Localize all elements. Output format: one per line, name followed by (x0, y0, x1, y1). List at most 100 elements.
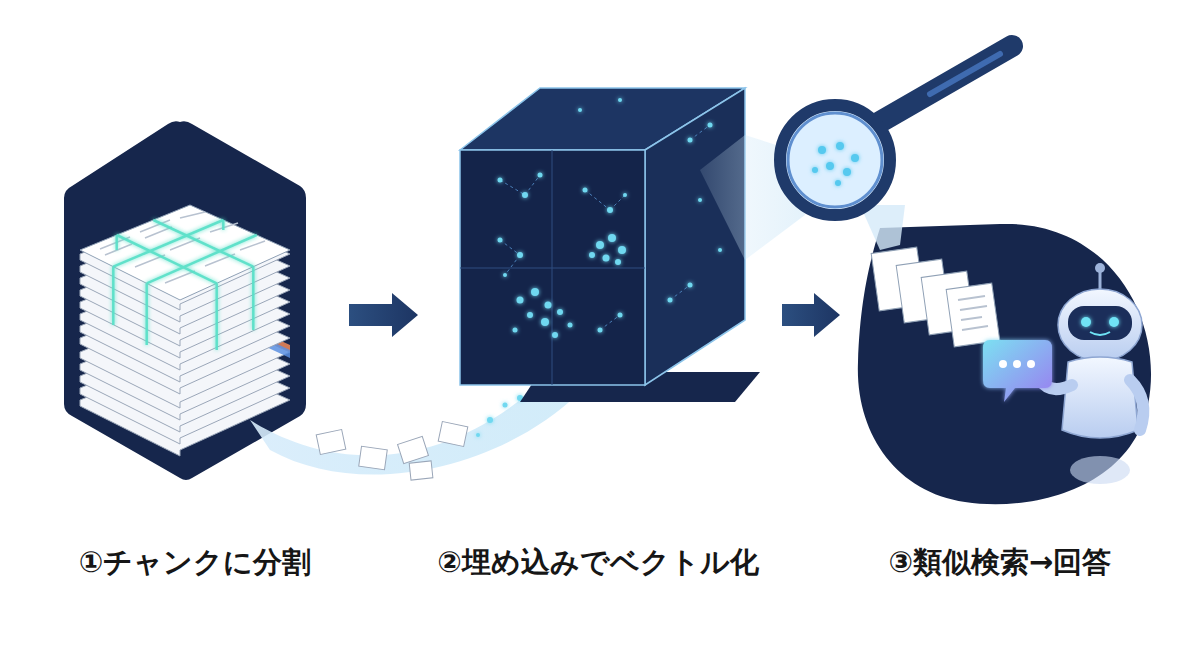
robot-part (1099, 272, 1102, 290)
answer-scene-part-part (961, 317, 982, 320)
vector-cube-part-part (600, 315, 620, 330)
answer-scene-part-part (958, 296, 985, 300)
step-panel: ②埋め込みでベクトル化 (428, 80, 768, 580)
vector-cube-part-part (610, 195, 625, 210)
vector-cube-part-part (718, 248, 722, 252)
vector-cube-part-part (603, 255, 610, 262)
document-stack-part-part (222, 220, 225, 230)
answer-scene-part-part (960, 306, 987, 310)
vector-cube-part-part (698, 198, 702, 202)
step-panel: ③類似検索→回答 (850, 30, 1150, 580)
robot-part (1095, 263, 1105, 273)
robot-part (1013, 360, 1021, 368)
robot-part (1068, 306, 1132, 340)
robot-part (1062, 357, 1138, 438)
vector-cube-part-part (541, 318, 549, 326)
chunk-flow-part-part (409, 461, 433, 480)
chunk-flow-part-part (359, 446, 388, 469)
magnifier-part-part (851, 154, 859, 162)
answer-scene-part (871, 247, 1000, 347)
magnifier-part-part (835, 180, 841, 186)
vector-cube-part-part (503, 273, 507, 277)
flow-arrow (782, 293, 840, 337)
vector-cube-part-part (670, 285, 690, 300)
chunk-flow-part (316, 422, 468, 481)
step-label: ②埋め込みでベクトル化 (433, 545, 763, 580)
robot-part (1070, 456, 1130, 484)
step-label: ①チャンクに分割 (75, 545, 316, 580)
vector-cube-part (552, 150, 553, 385)
vector-cube-part-part (615, 259, 621, 265)
vector-cube-part-part (688, 283, 693, 288)
robot-part (983, 340, 1052, 402)
vector-cube-part-part (668, 298, 673, 303)
vector-cube-part-part (618, 98, 622, 102)
vector-cube-part-part (608, 234, 616, 242)
vector-cube-part-part (583, 188, 588, 193)
vector-cube-part-part (500, 240, 520, 255)
step-panel: ①チャンクに分割 (55, 120, 335, 580)
vector-cube-part-part (527, 312, 533, 318)
robot-part (1109, 317, 1119, 327)
answer-scene-part (858, 224, 1151, 504)
magnifier-part (780, 105, 890, 215)
vector-cube-part-part (545, 302, 552, 309)
chunk-flow-part-part (316, 430, 346, 455)
vector-cube-part-part (522, 192, 528, 198)
vector-cube-part-part (585, 190, 610, 210)
document-stack (64, 121, 306, 480)
magnifier-part (930, 54, 1000, 94)
chunk-flow-part-part (503, 403, 508, 408)
document-stack-part-part (180, 212, 205, 218)
answer-scene-part (958, 296, 988, 330)
document-stack-part-part (115, 235, 118, 250)
document-stack-part (113, 220, 256, 350)
document-stack-part-part (252, 267, 255, 330)
vector-cube-part-part (498, 178, 503, 183)
document-stack-part-part (147, 235, 257, 283)
document-stack-part (64, 121, 306, 480)
vector-cube-part-part (598, 328, 603, 333)
robot-part (999, 360, 1007, 368)
document-stack-part-part (145, 227, 172, 238)
document-stack-part-part (240, 241, 265, 250)
vector-cube-part (460, 150, 645, 385)
vector-cube-part-part (513, 328, 518, 333)
magnifier-part (880, 46, 1012, 122)
vector-cube-part-part (596, 241, 604, 249)
robot (983, 263, 1143, 484)
vector-cube-part (498, 98, 723, 338)
magnifier-part-part (818, 146, 826, 154)
magnifier-part (788, 113, 882, 207)
vector-cube-part-part (618, 313, 623, 318)
vector-cube-part-part (531, 288, 539, 296)
magnifier-part (812, 142, 859, 186)
vector-cube-part-part (517, 252, 523, 258)
vector-cube-part-part (505, 255, 520, 275)
vector-cube-part (500, 125, 710, 330)
answer-scene (858, 205, 1151, 504)
vector-cube-part-part (688, 138, 693, 143)
document-stack-part-part (215, 283, 218, 350)
document-stack-part-part (145, 283, 148, 345)
vector-cube (460, 88, 760, 402)
magnifier-part-part (836, 142, 844, 150)
vector-cube-part-part (623, 193, 627, 197)
vector-cube-part (645, 88, 745, 385)
chunk-flow-part-part (398, 436, 429, 463)
magnifier-part-part (843, 168, 851, 176)
answer-scene-part-part (962, 326, 988, 330)
magnifier-part-part (812, 167, 818, 173)
document-stack-part-part (113, 220, 223, 267)
robot-part (1130, 380, 1143, 430)
vector-cube-part-part (568, 323, 573, 328)
chunk-flow-part-part (476, 433, 480, 437)
document-stack-part (100, 212, 265, 283)
magnifier (780, 46, 1012, 215)
vector-cube-part-part (552, 332, 558, 338)
vector-cube-part-part (525, 175, 540, 195)
robot-part (1058, 289, 1142, 361)
vector-cube-part-part (517, 297, 524, 304)
document-stack-part-part (112, 267, 115, 325)
